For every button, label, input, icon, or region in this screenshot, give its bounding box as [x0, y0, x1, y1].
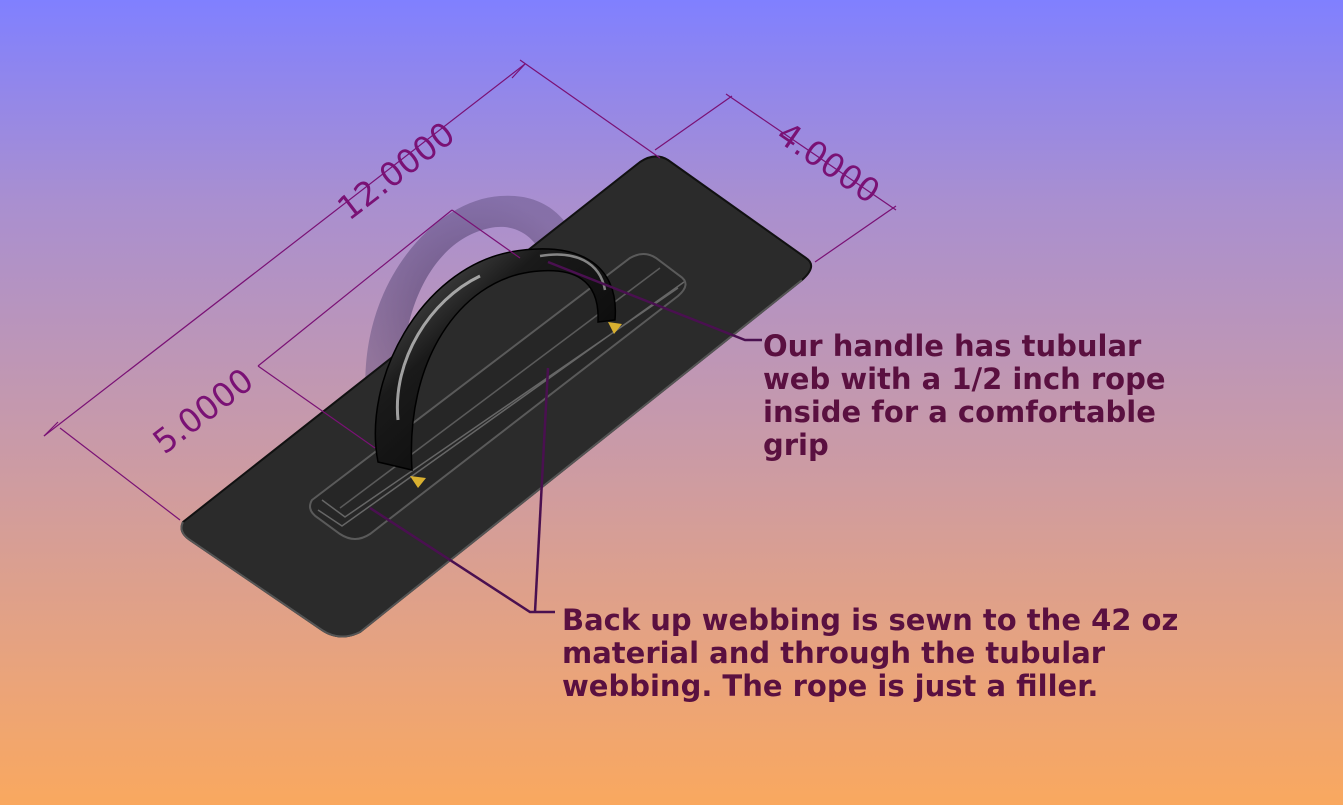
- handle-highlight: [395, 274, 481, 421]
- handle-foot-right: [608, 322, 622, 334]
- backup-webbing-inner: [317, 281, 685, 527]
- handle-highlight-2: [539, 253, 607, 291]
- dimension-handle-length: [257, 209, 521, 449]
- note-handle: Our handle has tubular web with a 1/2 in…: [763, 329, 1166, 462]
- leader-webbing: [369, 367, 555, 614]
- handle-loop: [374, 248, 617, 471]
- note-webbing: Back up webbing is sewn to the 42 oz mat…: [562, 603, 1179, 703]
- dimension-label-handle-length: 5.0000: [145, 360, 260, 461]
- leader-handle: [547, 260, 762, 342]
- dimension-label-overall-length: 12.0000: [330, 114, 462, 228]
- plate-edge: [180, 279, 803, 638]
- dimension-width: [654, 93, 897, 263]
- dimension-label-width: 4.0000: [770, 114, 887, 212]
- handle-shadow: [365, 195, 590, 440]
- dimension-overall-length: [43, 59, 661, 521]
- handle-foot-left: [410, 476, 426, 488]
